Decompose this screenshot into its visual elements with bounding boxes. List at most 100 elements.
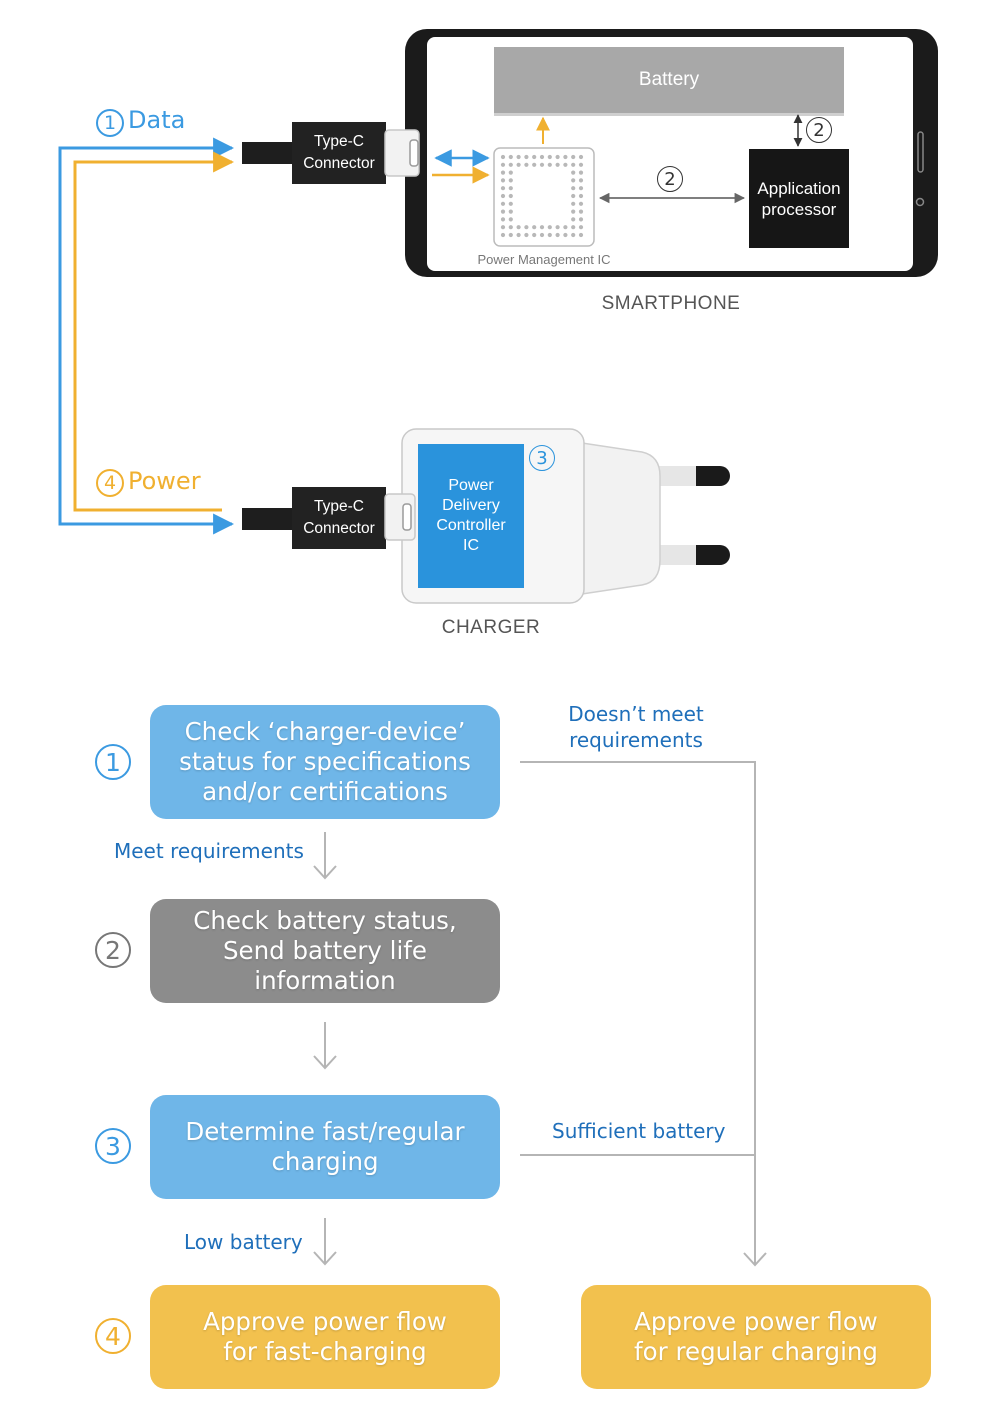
flow-step-3-line1: Determine fast/regular (185, 1117, 465, 1146)
pmic-ap-step-number: 2 (657, 166, 683, 192)
pmic-pin (571, 193, 576, 199)
flow-step-1-box: Check ‘charger-device’ status for specif… (150, 705, 500, 819)
pmic-pin (571, 201, 576, 206)
charger-connector-label: Type-C Connector (292, 487, 386, 549)
power-step-number: 4 (96, 469, 124, 497)
regular-charging-box: Approve power flow for regular charging (581, 1285, 931, 1389)
pmic-pin (578, 170, 584, 175)
pmic-pin (508, 186, 513, 191)
pd-line4: IC (463, 537, 479, 554)
regular-charging-line2: for regular charging (634, 1337, 878, 1366)
pmic-pin (508, 170, 513, 175)
pd-controller-label: Power Delivery Controller IC (418, 444, 524, 588)
pmic-pin (578, 225, 584, 230)
pmic-pin (500, 232, 506, 238)
pmic-pin (539, 162, 545, 167)
flow-step-1-number: 1 (95, 744, 131, 780)
pmic-pin (571, 217, 576, 222)
charger-connector-line1: Type-C (314, 498, 364, 515)
pmic-pin (563, 162, 568, 167)
pmic-pin (532, 162, 537, 167)
pmic-pin (547, 225, 552, 230)
battery-block (494, 47, 844, 116)
data-label: Data (128, 106, 186, 134)
pmic-pin (578, 232, 584, 238)
pmic-pin (578, 193, 584, 199)
pmic-pin (532, 154, 537, 160)
pmic-pin (516, 225, 521, 230)
pmic-pin (508, 201, 513, 206)
charger-prongs (650, 466, 730, 565)
data-step-number: 1 (96, 109, 124, 137)
pmic-pin (578, 209, 584, 214)
pmic-pin (539, 225, 545, 230)
flow-step-3-number: 3 (95, 1128, 131, 1164)
flow-step-3-box: Determine fast/regular charging (150, 1095, 500, 1199)
pmic-pin (500, 170, 506, 175)
application-processor (749, 149, 849, 248)
pmic-pin (524, 154, 529, 160)
pmic-pin (500, 209, 506, 214)
pmic-pin (563, 232, 568, 238)
doesnt-meet-line1: Doesn’t meet (568, 702, 704, 726)
ap-label-line2: processor (761, 199, 837, 219)
battery-ap-step-number: 2 (806, 117, 832, 143)
ap-label-line1: Application (757, 178, 841, 198)
fast-charging-line2: for fast-charging (223, 1337, 427, 1366)
fast-charging-box: Approve power flow for fast-charging (150, 1285, 500, 1389)
pmic-pin (578, 178, 584, 183)
pd-line3: Controller (436, 517, 506, 534)
pmic-pin (547, 232, 552, 238)
pmic-pin (571, 209, 576, 214)
pmic-pin (578, 217, 584, 222)
pmic-pin (539, 232, 545, 238)
pmic-pin (571, 154, 576, 160)
pmic-pin (532, 232, 537, 238)
pmic-pin (578, 162, 584, 167)
pmic-pin (578, 201, 584, 206)
pmic-pin (539, 154, 545, 160)
pmic-pin (555, 162, 560, 167)
low-battery-label: Low battery (184, 1230, 303, 1254)
pmic-pin (508, 232, 513, 238)
pmic-pin (500, 154, 506, 160)
pmic-pin (571, 225, 576, 230)
pmic-pin (571, 178, 576, 183)
pmic-pin (547, 162, 552, 167)
pmic-pin (500, 193, 506, 199)
pd-line1: Power (448, 477, 494, 494)
power-label: Power (128, 467, 201, 495)
smartphone-connector-line2: Connector (303, 155, 375, 172)
meet-requirements-label: Meet requirements (114, 839, 304, 863)
smartphone-connector-line1: Type-C (314, 133, 364, 150)
pmic-pin (578, 154, 584, 160)
charger-connector (242, 487, 416, 549)
doesnt-meet-label: Doesn’t meet requirements (546, 700, 726, 754)
pmic-pin (571, 186, 576, 191)
pmic-pin (508, 217, 513, 222)
power-line (73, 151, 235, 512)
pmic-pin (571, 162, 576, 167)
regular-charging-line1: Approve power flow (634, 1307, 878, 1336)
pmic-pin (555, 154, 560, 160)
flow-step-1-line1: Check ‘charger-device’ (184, 717, 466, 746)
pmic-pin (571, 170, 576, 175)
charger-step-number: 3 (529, 445, 555, 471)
pmic-pin (563, 225, 568, 230)
smartphone-connector-label: Type-C Connector (292, 122, 386, 184)
flow-step-4-number: 4 (95, 1318, 131, 1354)
pmic-pin (555, 232, 560, 238)
flow-step-2-number: 2 (95, 932, 131, 968)
flow-step-2-line1: Check battery status, (193, 906, 457, 935)
smartphone-connector (242, 122, 420, 184)
pmic-pin (516, 232, 521, 238)
flow-step-1-line2: status for specifications (179, 747, 471, 776)
pmic-label: Power Management IC (477, 251, 611, 267)
pmic-chip (493, 147, 595, 247)
pmic-pin (508, 193, 513, 199)
pmic-pin (500, 225, 506, 230)
pmic-pin (578, 186, 584, 191)
pmic-pin (508, 225, 513, 230)
data-line (58, 137, 235, 535)
